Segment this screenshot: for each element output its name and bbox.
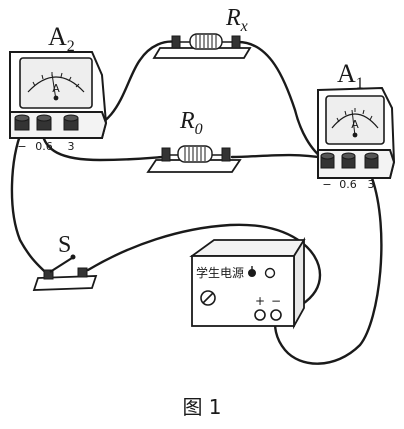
a2-terminal-label-minus: − [17, 140, 26, 153]
power-terminal-minus[interactable] [270, 309, 282, 321]
a2-terminal-0.6[interactable] [36, 114, 52, 131]
a1-terminal-3[interactable] [364, 152, 379, 169]
power-supply-label: 学生电源 [196, 265, 244, 280]
ammeter-a2: A − 0.6 3 [9, 51, 108, 153]
a1-terminal-label-minus: − [322, 178, 331, 191]
power-terminal-label-plus: + [255, 294, 265, 308]
ammeter-a1-label: A1 [337, 59, 364, 92]
switch-label: S [58, 232, 71, 258]
ammeter-a2-label: A2 [48, 22, 75, 55]
wires [10, 40, 383, 365]
a1-terminal-minus[interactable] [320, 152, 335, 169]
switch-s[interactable] [32, 254, 98, 291]
power-knob[interactable] [200, 290, 216, 306]
resistor-r0-label: R0 [179, 108, 203, 138]
a2-terminal-label-0.6: 0.6 [35, 140, 53, 153]
power-terminal-label-minus: − [271, 294, 281, 308]
ammeter-a1: A − 0.6 3 [317, 86, 396, 191]
power-supply: + − [189, 236, 306, 330]
power-terminal-plus[interactable] [254, 309, 266, 321]
resistor-rx [152, 33, 252, 59]
a1-terminal-0.6[interactable] [341, 152, 356, 169]
wire-switch-to-power [86, 223, 322, 320]
wire-r0-to-a1 [230, 153, 327, 160]
a2-terminal-minus[interactable] [14, 114, 30, 131]
resistor-rx-label: Rx [225, 5, 248, 35]
figure-caption: 图 1 [182, 395, 221, 419]
wire-rx-to-a1 [236, 40, 327, 162]
wire-a2-to-switch [10, 128, 50, 277]
meter-a2-unit: A [52, 82, 60, 95]
resistor-r0 [146, 145, 242, 173]
meter-a1-unit: A [351, 118, 359, 131]
wire-a1-to-power [273, 176, 383, 365]
a2-terminal-label-3: 3 [68, 140, 75, 153]
a2-terminal-3[interactable] [63, 114, 79, 131]
a1-terminal-label-0.6: 0.6 [339, 178, 357, 191]
a1-terminal-label-3: 3 [368, 178, 375, 191]
wire-a2-to-r0 [40, 130, 165, 162]
